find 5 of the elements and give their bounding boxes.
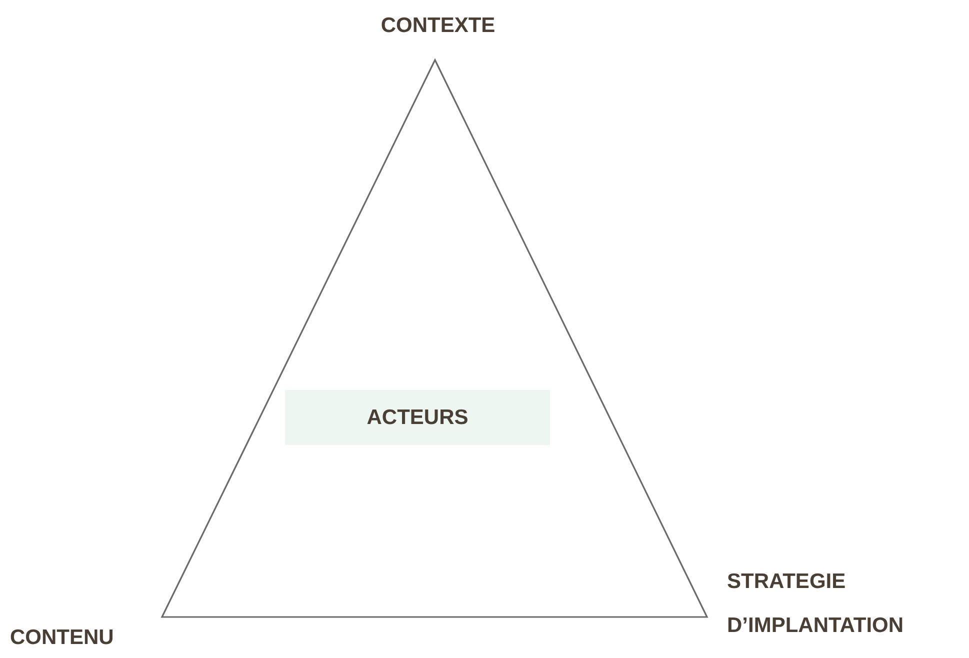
triangle-label: ACTEURS [285,390,550,445]
triangle [160,58,710,620]
vertex-label: STRATEGIE D’IMPLANTATION [727,569,905,639]
vertex-label: CONTENU [10,625,115,651]
vertex-label: CONTEXTE [380,13,496,39]
